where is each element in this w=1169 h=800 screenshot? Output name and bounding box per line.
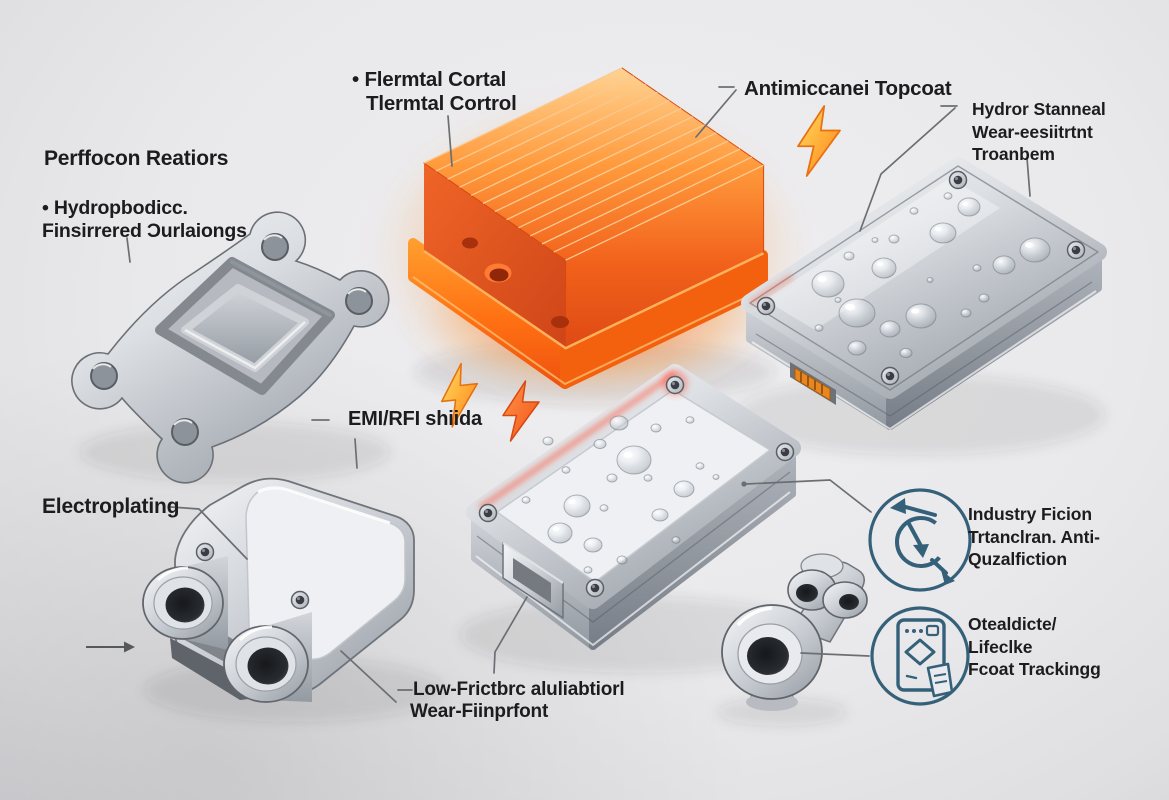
lightning-bolt-icon <box>440 362 479 428</box>
hydro-treatment-label: Hydror Stanneal Wear-eesiitrtnt Troanbem <box>972 98 1106 166</box>
hydro-treatment-line1: Hydror Stanneal <box>972 99 1106 119</box>
lifecycle-line1: Otealdicte/ <box>968 614 1057 634</box>
cycle-arrows-icon <box>868 488 972 592</box>
roller-clamp-illustration <box>721 553 868 711</box>
lifecycle-line3: Fcoat Trackingg <box>968 659 1101 679</box>
hydrophobic-label: • Hydropbodicc. Finsirrered Ɔurlaiongs <box>42 197 247 243</box>
performance-heading: Perffocon Reatiors <box>44 147 229 170</box>
leader-line <box>170 506 248 560</box>
mounting-bracket-illustration <box>71 211 390 484</box>
lifecycle-line2: Lifeclke <box>968 636 1033 657</box>
lightning-bolt-icon <box>502 380 540 442</box>
heatsink-illustration <box>375 67 805 400</box>
industry-line1: Industry Ficion <box>968 504 1092 524</box>
leader-line <box>311 419 358 469</box>
leader-line <box>340 650 397 703</box>
industry-line2: Trtanclran. Anti- <box>968 526 1100 547</box>
leader-line <box>397 596 528 691</box>
hydro-treatment-line2: Wear-eesiitrtnt <box>972 121 1093 142</box>
antimicrobial-label: Antimiccanei Topcoat <box>744 77 952 100</box>
cylindrical-housing-illustration <box>142 477 415 703</box>
leader-line <box>745 479 872 513</box>
low-friction-line2: Wear-Fiinprfont <box>410 701 549 723</box>
low-friction-label: Low-Frictbrc aluliabtiorl Wear-Fiinprfon… <box>410 679 625 724</box>
coated-enclosure-illustration <box>466 364 801 650</box>
water-droplets <box>521 415 720 574</box>
leader-line <box>800 652 870 657</box>
thermal-label-line1: • Flermtal Cortal <box>352 68 507 91</box>
hydro-treatment-line3: Troanbem <box>972 144 1055 164</box>
hydrophobic-label-line2: Finsirrered Ɔurlaiongs <box>42 220 247 242</box>
emi-label: EMI/RFI shiida <box>348 408 482 430</box>
arrow-marker <box>86 641 135 653</box>
industry-line3: Quzalfiction <box>968 549 1067 569</box>
water-droplets <box>811 192 1051 359</box>
leader-line <box>126 237 131 263</box>
thermal-label: • Flermtal Cortal Tlermtal Cortrol <box>352 68 517 116</box>
lifecycle-label: Otealdicte/ Lifeclke Fcoat Trackingg <box>968 613 1101 681</box>
document-tracking-icon <box>870 606 970 706</box>
leader-line <box>859 105 1031 232</box>
leader-line <box>447 115 453 167</box>
leader-lines <box>86 86 1031 703</box>
thermal-label-line2: Tlermtal Cortrol <box>366 92 517 116</box>
lightning-bolt-icon <box>797 105 841 177</box>
coated-plate-illustration <box>741 157 1107 431</box>
leader-line <box>695 86 737 138</box>
cylinder-port <box>223 612 312 703</box>
low-friction-line1: Low-Frictbrc aluliabtiorl <box>413 679 625 700</box>
industry-label: Industry Ficion Trtanclran. Anti- Quzalf… <box>968 503 1100 571</box>
connector-port <box>790 362 836 405</box>
latch-clip <box>502 542 564 619</box>
hydrophobic-label-line1: • Hydropbodicc. <box>42 197 188 219</box>
cylinder-port <box>142 556 228 650</box>
electroplating-label: Electroplating <box>42 495 180 518</box>
